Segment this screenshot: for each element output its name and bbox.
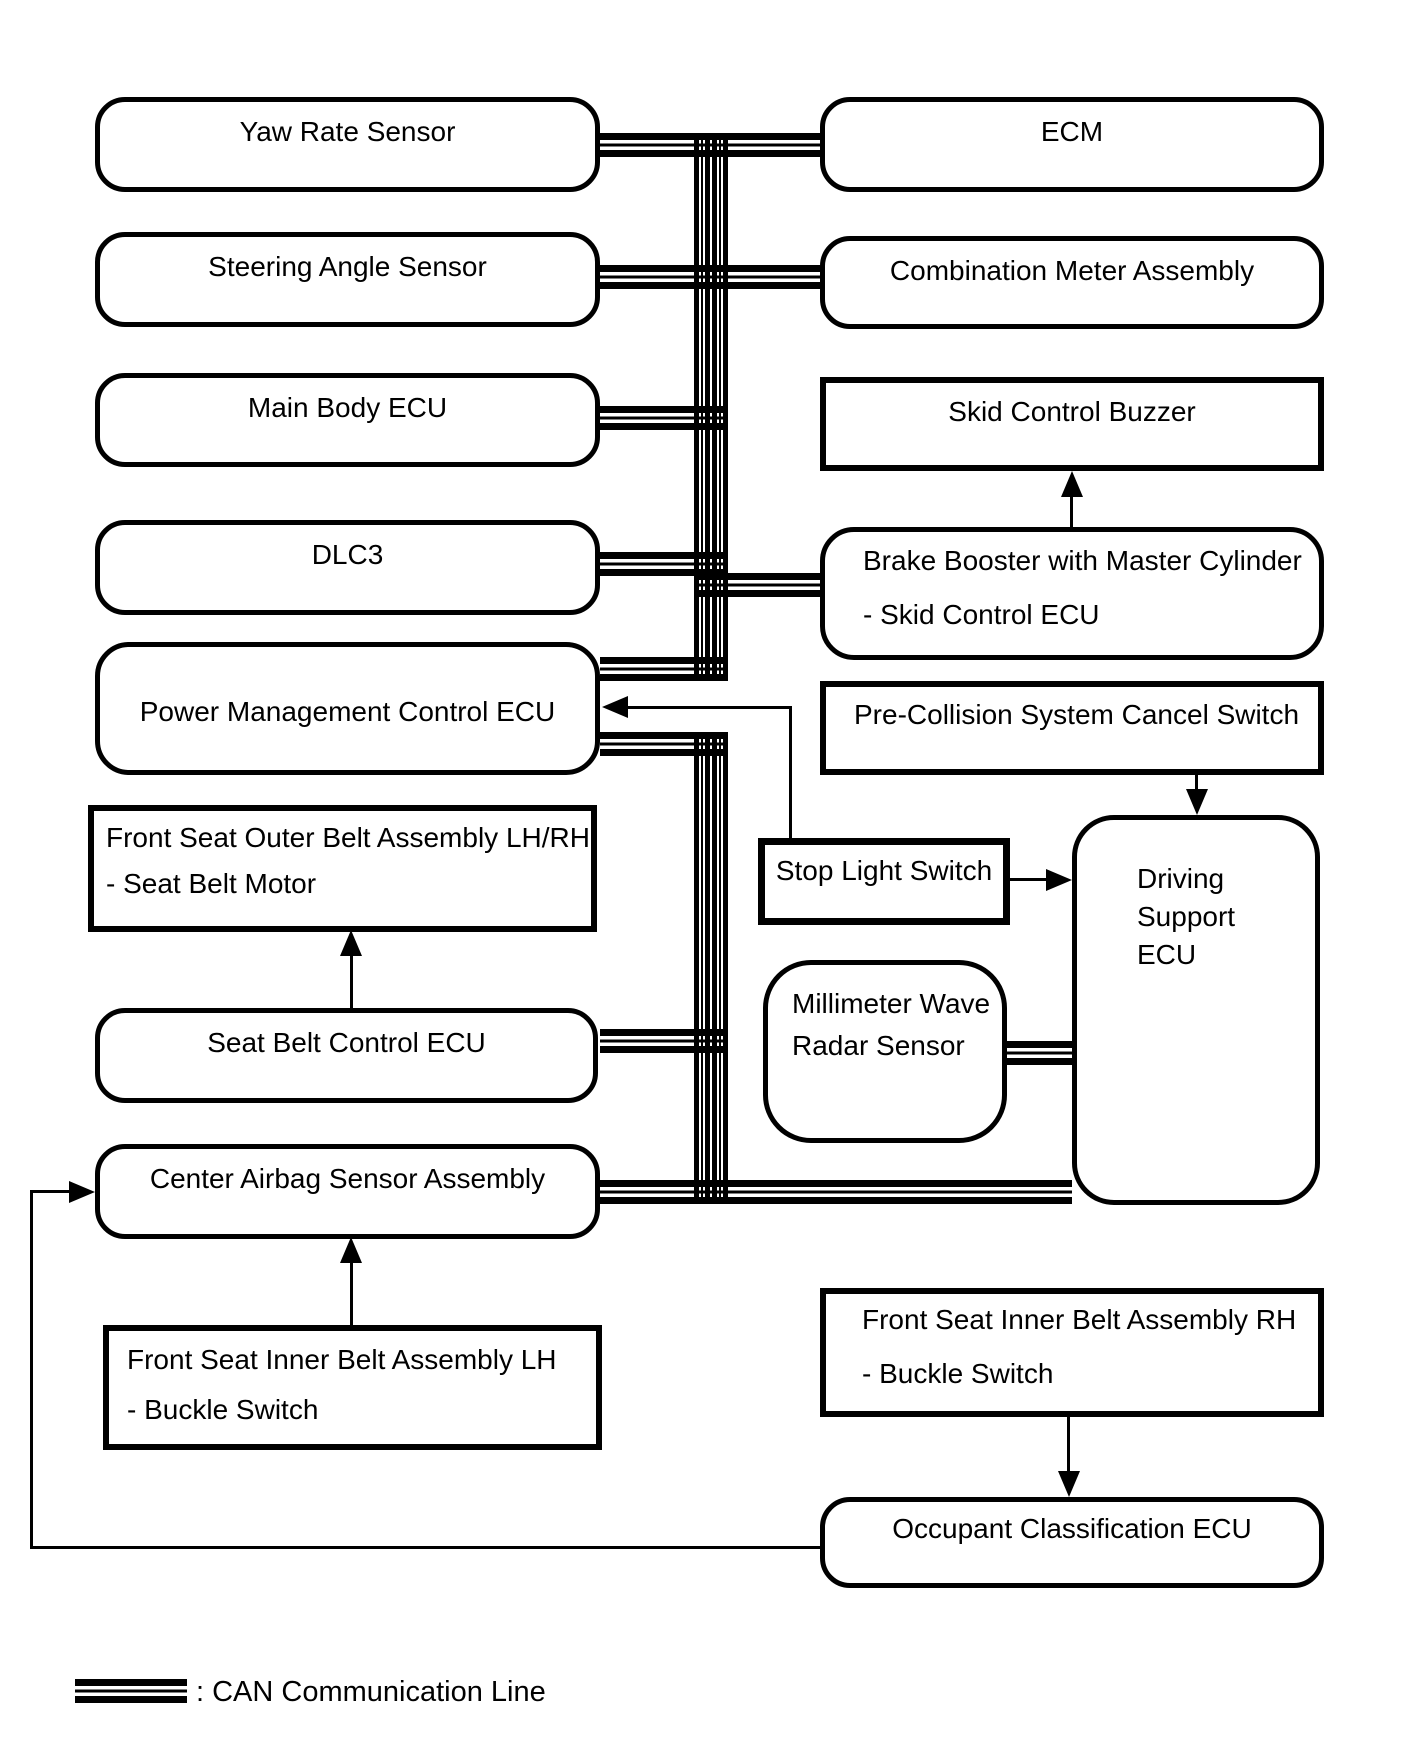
node-front-seat-inner-belt-rh: Front Seat Inner Belt Assembly RH - Buck… (820, 1288, 1324, 1417)
line-occupant-upward (30, 1190, 33, 1549)
node-center-airbag-sensor-assembly-label: Center Airbag Sensor Assembly (149, 1163, 546, 1194)
node-center-airbag-sensor-assembly: Center Airbag Sensor Assembly (95, 1144, 600, 1239)
node-dlc3: DLC3 (95, 520, 600, 615)
node-occupant-classification-ecu: Occupant Classification ECU (820, 1497, 1324, 1588)
can-trunk-right-lower (712, 733, 728, 1203)
node-driving-support-ecu-line1: Driving (1137, 863, 1225, 894)
arrowhead-to-drivingsupport-left (1046, 869, 1072, 891)
node-seat-belt-control-ecu-label: Seat Belt Control ECU (207, 1027, 486, 1058)
node-brake-booster-line1: Brake Booster with Master Cylinder (863, 545, 1302, 576)
can-line-mainbody (600, 406, 728, 430)
node-combination-meter-assembly: Combination Meter Assembly (820, 236, 1324, 329)
node-front-seat-inner-belt-lh: Front Seat Inner Belt Assembly LH - Buck… (103, 1325, 602, 1450)
arrowhead-to-occupant (1058, 1471, 1080, 1497)
line-innerbeltrh-occupant (1067, 1417, 1070, 1475)
node-combination-meter-assembly-label: Combination Meter Assembly (889, 255, 1255, 286)
node-front-seat-inner-belt-lh-line2: - Buckle Switch (127, 1394, 319, 1425)
node-yaw-rate-sensor-label: Yaw Rate Sensor (239, 116, 456, 147)
legend-label: : CAN Communication Line (196, 1676, 546, 1708)
node-occupant-classification-ecu-label: Occupant Classification ECU (892, 1513, 1252, 1544)
arrowhead-to-centerairbag-left (69, 1181, 95, 1203)
can-line-powermgmt-upper (600, 657, 728, 681)
node-driving-support-ecu: Driving Support ECU (1072, 815, 1320, 1205)
line-brakebooster-buzzer (1070, 487, 1073, 527)
node-millimeter-wave-radar-line2: Radar Sensor (792, 1030, 965, 1061)
node-front-seat-inner-belt-rh-line2: - Buckle Switch (862, 1358, 1054, 1389)
node-front-seat-outer-belt: Front Seat Outer Belt Assembly LH/RH - S… (88, 805, 597, 932)
line-stoplight-to-powermgmt (622, 706, 792, 709)
node-pre-collision-cancel-switch-label: Pre-Collision System Cancel Switch (854, 699, 1300, 730)
arrowhead-to-buzzer (1061, 471, 1083, 497)
node-power-management-control-ecu-label: Power Management Control ECU (139, 696, 556, 727)
line-occupant-left (30, 1546, 822, 1549)
node-millimeter-wave-radar: Millimeter Wave Radar Sensor (763, 960, 1007, 1143)
node-skid-control-buzzer-label: Skid Control Buzzer (948, 396, 1196, 427)
node-brake-booster-line2: - Skid Control ECU (863, 599, 1100, 630)
can-line-yaw-ecm (600, 133, 820, 157)
line-seatbeltecu-outerbelt (350, 950, 353, 1008)
can-line-seatbelt-ecu (600, 1029, 728, 1053)
can-line-brake-booster (694, 573, 820, 597)
node-dlc3-label: DLC3 (311, 539, 384, 570)
node-seat-belt-control-ecu: Seat Belt Control ECU (95, 1008, 598, 1103)
arrowhead-to-centerairbag-bottom (340, 1237, 362, 1263)
node-main-body-ecu: Main Body ECU (95, 373, 600, 467)
node-power-management-control-ecu: Power Management Control ECU (95, 642, 600, 775)
node-ecm: ECM (820, 97, 1324, 192)
node-main-body-ecu-label: Main Body ECU (247, 392, 448, 423)
node-steering-angle-sensor: Steering Angle Sensor (95, 232, 600, 327)
line-precollision-drivingsupport (1195, 775, 1198, 800)
node-stop-light-switch: Stop Light Switch (758, 838, 1010, 925)
legend-can-line-symbol (75, 1679, 187, 1703)
can-line-steering-combmeter (600, 265, 820, 289)
arrowhead-to-drivingsupport-top (1186, 789, 1208, 815)
line-innerbeltlh-centerairbag (350, 1257, 353, 1325)
line-stoplight-up (789, 707, 792, 838)
node-brake-booster: Brake Booster with Master Cylinder - Ski… (820, 527, 1324, 660)
arrowhead-to-powermgmt (602, 696, 628, 718)
node-front-seat-outer-belt-line1: Front Seat Outer Belt Assembly LH/RH (106, 822, 590, 853)
node-driving-support-ecu-line2: Support (1137, 901, 1236, 932)
node-stop-light-switch-label: Stop Light Switch (775, 855, 993, 886)
node-skid-control-buzzer: Skid Control Buzzer (820, 377, 1324, 471)
can-line-centerairbag-drivingsupport (600, 1180, 1072, 1204)
node-front-seat-inner-belt-rh-line1: Front Seat Inner Belt Assembly RH (862, 1304, 1297, 1335)
line-occupant-to-centerairbag (30, 1190, 75, 1193)
arrowhead-to-outerbelt (340, 930, 362, 956)
can-line-dlc3 (600, 552, 728, 576)
can-line-radar-drivingsupport (1007, 1041, 1072, 1065)
node-driving-support-ecu-line3: ECU (1137, 939, 1197, 970)
node-millimeter-wave-radar-line1: Millimeter Wave (792, 988, 991, 1019)
node-pre-collision-cancel-switch: Pre-Collision System Cancel Switch (820, 681, 1324, 775)
node-front-seat-inner-belt-lh-line1: Front Seat Inner Belt Assembly LH (127, 1344, 557, 1375)
node-front-seat-outer-belt-line2: - Seat Belt Motor (106, 868, 317, 899)
can-trunk-left-lower (694, 733, 710, 1203)
can-line-powermgmt-lower (600, 732, 728, 756)
node-yaw-rate-sensor: Yaw Rate Sensor (95, 97, 600, 192)
line-stoplight-to-drivingsupport (1010, 878, 1056, 881)
node-ecm-label: ECM (1040, 116, 1104, 147)
node-steering-angle-sensor-label: Steering Angle Sensor (208, 251, 487, 282)
